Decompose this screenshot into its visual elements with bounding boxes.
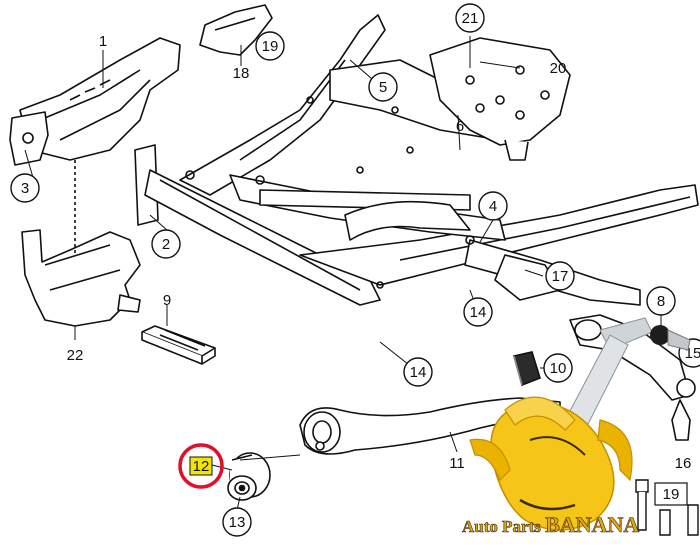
watermark-text: Auto Parts BANANA	[462, 512, 640, 538]
label-18: 18	[233, 65, 250, 82]
svg-text:12: 12	[193, 458, 210, 475]
label-22: 22	[67, 347, 84, 364]
svg-text:8: 8	[657, 293, 665, 310]
callout-19-bottom: 19	[654, 482, 688, 506]
highlighted-part-12: 12	[178, 443, 224, 489]
svg-text:19: 19	[663, 486, 680, 503]
callout-8: 8	[646, 286, 676, 316]
part-12-bushing	[227, 452, 271, 501]
front-axle-carrier	[19, 14, 699, 306]
part-9-pad	[141, 325, 216, 365]
part-18-bracket	[199, 4, 273, 56]
banana-logo	[469, 317, 691, 531]
svg-text:19: 19	[262, 38, 279, 55]
callout-5: 5	[368, 72, 398, 102]
callout-14-center: 14	[403, 357, 433, 387]
callout-17: 17	[545, 261, 575, 291]
label-6: 6	[456, 118, 464, 135]
svg-text:5: 5	[379, 79, 387, 96]
label-1: 1	[99, 33, 107, 50]
bolt-parts	[635, 479, 699, 536]
svg-text:Auto Parts BANANA: Auto Parts BANANA	[462, 512, 639, 537]
svg-text:14: 14	[410, 364, 427, 381]
callout-4: 4	[478, 191, 508, 221]
svg-text:2: 2	[162, 236, 170, 253]
svg-text:13: 13	[229, 514, 246, 531]
callout-2: 2	[151, 229, 181, 259]
callout-21: 21	[455, 3, 485, 33]
label-16: 16	[675, 455, 692, 472]
svg-text:4: 4	[489, 198, 497, 215]
svg-text:17: 17	[552, 268, 569, 285]
svg-text:3: 3	[21, 180, 29, 197]
callout-10: 10	[543, 353, 573, 383]
callout-19-top: 19	[255, 31, 285, 61]
part-20-plate	[429, 37, 571, 161]
label-9: 9	[163, 292, 171, 309]
label-20: 20	[550, 60, 567, 77]
label-11: 11	[449, 455, 465, 472]
part-11-control-arm	[299, 397, 561, 455]
callout-14-right: 14	[463, 297, 493, 327]
callout-13: 13	[222, 507, 252, 537]
callout-3: 3	[10, 173, 40, 203]
part-15-arm	[569, 314, 696, 441]
svg-text:14: 14	[470, 304, 487, 321]
svg-text:10: 10	[550, 360, 567, 377]
svg-text:21: 21	[462, 10, 479, 27]
left-support-parts	[9, 111, 141, 327]
part-10-stop	[513, 351, 541, 387]
